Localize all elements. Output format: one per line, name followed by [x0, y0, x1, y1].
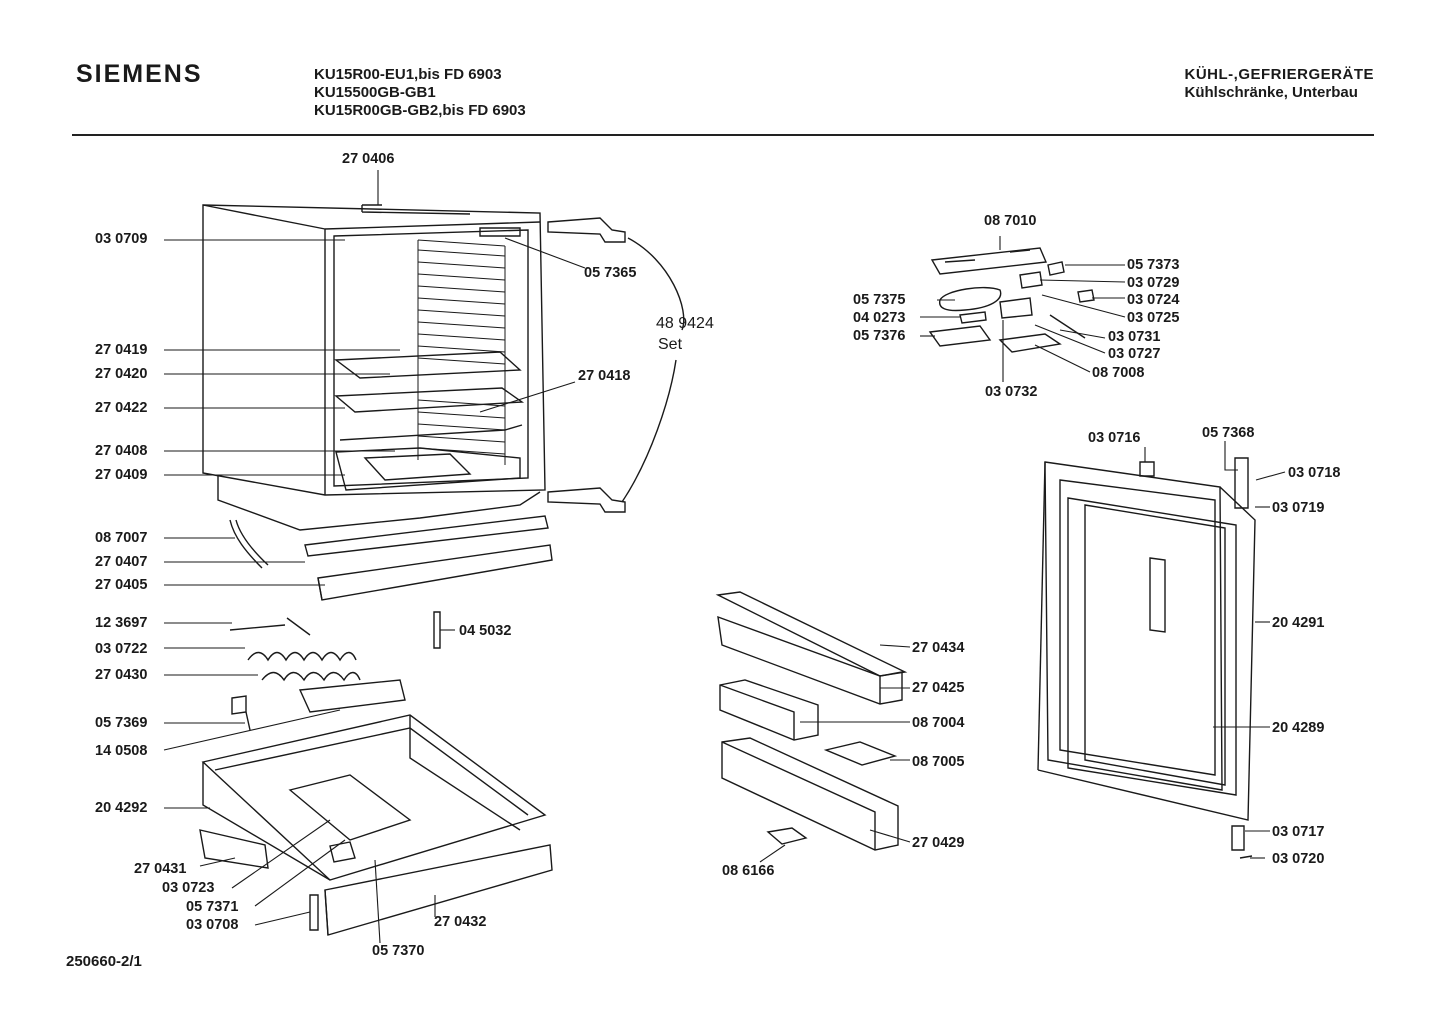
part-label-030720: 03 0720 — [1272, 851, 1325, 867]
part-label-087010: 08 7010 — [984, 213, 1037, 229]
model-line-2: KU15500GB-GB1 — [314, 84, 436, 101]
part-label-057375: 05 7375 — [853, 292, 906, 308]
part-label-030725: 03 0725 — [1127, 310, 1180, 326]
compressor-drawing — [199, 617, 553, 936]
part-label-030718: 03 0718 — [1288, 465, 1341, 481]
part-label-030727: 03 0727 — [1108, 346, 1161, 362]
part-label-270418: 27 0418 — [578, 368, 631, 384]
part-label-030708: 03 0708 — [186, 917, 239, 933]
model-list: KU15R00-EU1,bis FD 6903 KU15500GB-GB1 KU… — [314, 66, 526, 120]
part-label-270434: 27 0434 — [912, 640, 965, 656]
part-label-204289: 20 4289 — [1272, 720, 1325, 736]
part-label-270406: 27 0406 — [342, 151, 395, 167]
category-line-1: KÜHL-,GEFRIERGERÄTE — [1184, 66, 1374, 83]
category-heading: KÜHL-,GEFRIERGERÄTE Kühlschränke, Unterb… — [1185, 66, 1375, 102]
part-label-270425: 27 0425 — [912, 680, 965, 696]
part-label-030719: 03 0719 — [1272, 500, 1325, 516]
part-label-030732: 03 0732 — [985, 384, 1038, 400]
part-label-086166: 08 6166 — [722, 863, 775, 879]
part-label-270422: 27 0422 — [95, 400, 148, 416]
part-label-030723: 03 0723 — [162, 880, 215, 896]
part-label-123697: 12 3697 — [95, 615, 148, 631]
door-shelves-drawing — [715, 591, 908, 851]
category-line-2: Kühlschränke, Unterbau — [1184, 84, 1358, 101]
model-line-3: KU15R00GB-GB2,bis FD 6903 — [314, 102, 526, 119]
part-label-057376: 05 7376 — [853, 328, 906, 344]
document-number: 250660-2/1 — [66, 953, 142, 970]
part-label-270432: 27 0432 — [434, 914, 487, 930]
electrical-parts-drawing — [928, 247, 1095, 353]
part-label-057371: 05 7371 — [186, 899, 239, 915]
leader-lines — [163, 170, 1286, 944]
brand-logo: SIEMENS — [76, 60, 203, 88]
part-label-270431: 27 0431 — [134, 861, 187, 877]
part-label-270430: 27 0430 — [95, 667, 148, 683]
part-label-057365: 05 7365 — [584, 265, 637, 281]
part-label-045032: 04 5032 — [459, 623, 512, 639]
part-label-270407: 27 0407 — [95, 554, 148, 570]
set-word-label: Set — [658, 336, 683, 353]
model-line-1: KU15R00-EU1,bis FD 6903 — [314, 66, 502, 83]
part-label-040273: 04 0273 — [853, 310, 906, 326]
part-label-087004: 08 7004 — [912, 715, 965, 731]
part-label-030722: 03 0722 — [95, 641, 148, 657]
part-label-270420: 27 0420 — [95, 366, 148, 382]
part-label-057368: 05 7368 — [1202, 425, 1255, 441]
header-divider — [72, 134, 1374, 136]
part-label-057369: 05 7369 — [95, 715, 148, 731]
part-label-030731: 03 0731 — [1108, 329, 1161, 345]
part-label-030716: 03 0716 — [1088, 430, 1141, 446]
part-label-030717: 03 0717 — [1272, 824, 1325, 840]
part-label-030709: 03 0709 — [95, 231, 148, 247]
part-label-030729: 03 0729 — [1127, 275, 1180, 291]
part-label-204292: 20 4292 — [95, 800, 148, 816]
part-label-270405: 27 0405 — [95, 577, 148, 593]
part-label-270409: 27 0409 — [95, 467, 148, 483]
cabinet-drawing — [202, 204, 685, 649]
part-label-204291: 20 4291 — [1272, 615, 1325, 631]
part-label-087007: 08 7007 — [95, 530, 148, 546]
set-number-label: 48 9424 — [656, 315, 714, 332]
part-label-030724: 03 0724 — [1127, 292, 1180, 308]
part-label-270419: 27 0419 — [95, 342, 148, 358]
part-label-057370: 05 7370 — [372, 943, 425, 959]
part-label-140508: 14 0508 — [95, 743, 148, 759]
part-label-087008: 08 7008 — [1092, 365, 1145, 381]
part-label-270429: 27 0429 — [912, 835, 965, 851]
part-label-057373: 05 7373 — [1127, 257, 1180, 273]
door-drawing — [1037, 457, 1256, 859]
part-label-270408: 27 0408 — [95, 443, 148, 459]
part-label-087005: 08 7005 — [912, 754, 965, 770]
